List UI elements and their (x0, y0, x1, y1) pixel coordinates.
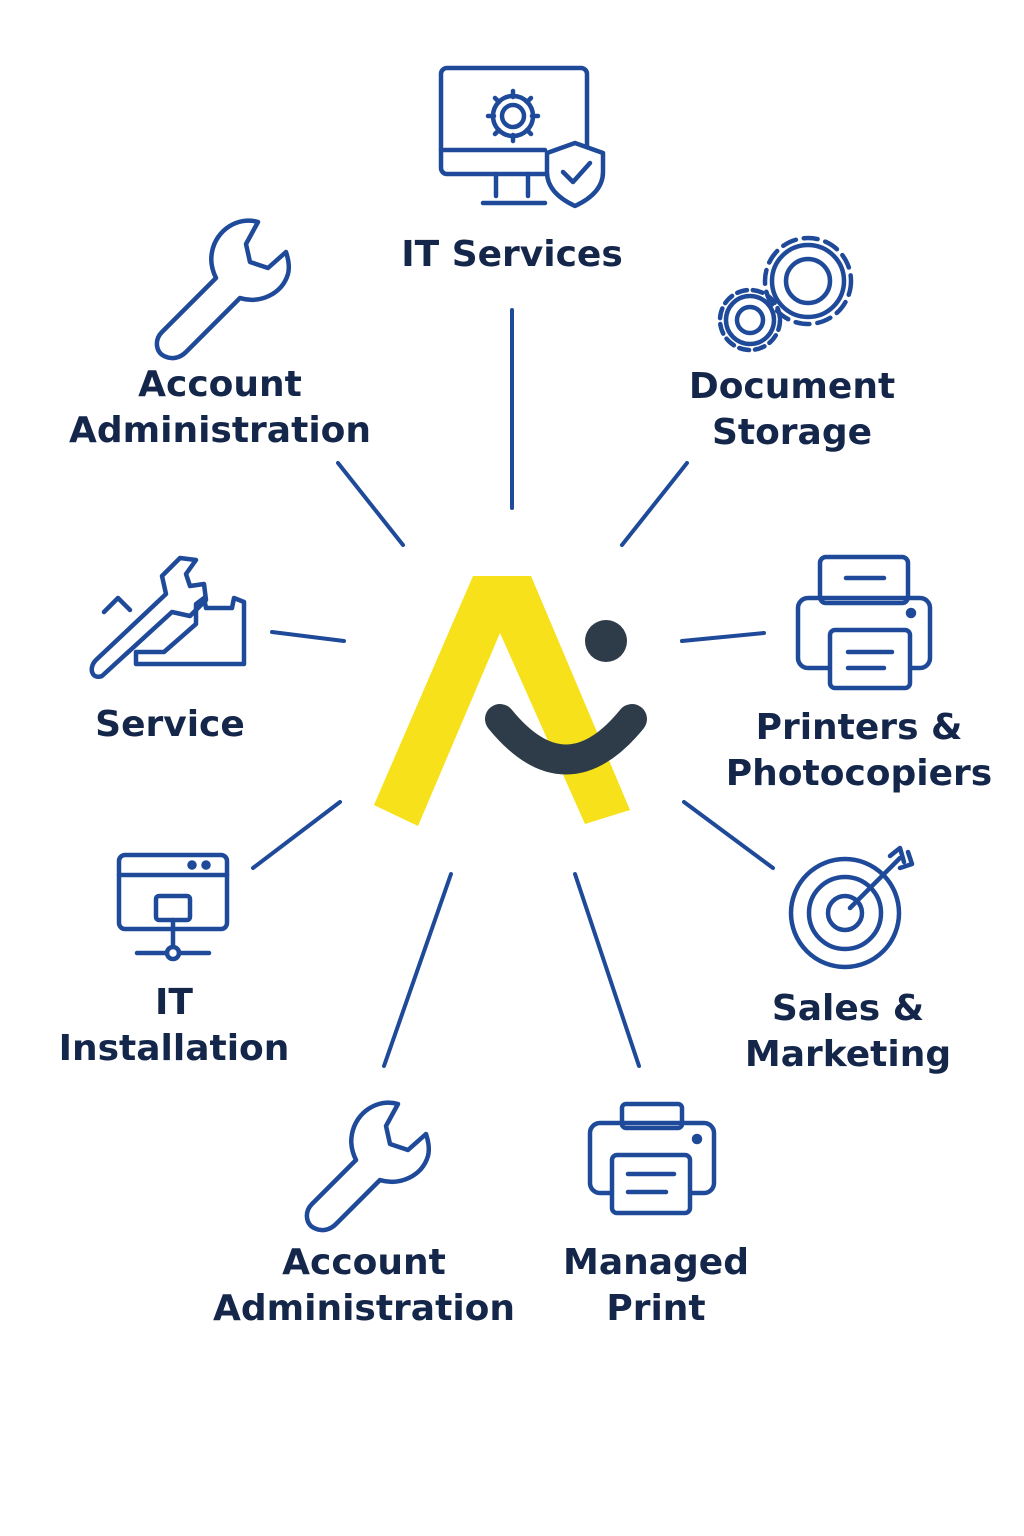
label-line: Service (95, 704, 245, 745)
label-service: Service (20, 702, 320, 748)
label-line: Account (138, 364, 302, 405)
printer-small-icon (587, 1101, 717, 1216)
label-sales-marketing: Sales & Marketing (698, 986, 998, 1078)
label-line: Administration (212, 1288, 516, 1329)
connector-account-admin-top (336, 461, 405, 547)
label-line: Administration (68, 410, 372, 451)
brand-logo (374, 576, 647, 826)
target-arrow-icon (788, 845, 915, 970)
label-line: Managed (563, 1242, 749, 1283)
monitor-gear-shield-icon (438, 65, 606, 209)
wrench-icon (304, 1100, 432, 1233)
label-account-administration-bottom: Account Administration (204, 1240, 524, 1332)
label-it-installation: IT Installation (24, 980, 324, 1072)
browser-network-icon (116, 852, 230, 962)
connector-lines (251, 308, 775, 1068)
label-line: Storage (711, 412, 873, 453)
label-line: Account (282, 1242, 446, 1283)
connector-service (270, 630, 346, 643)
printer-icon (795, 554, 933, 691)
connector-document-storage (620, 461, 689, 547)
connector-sales-marketing (682, 800, 775, 870)
label-line: IT Services (401, 234, 623, 275)
connector-printers (680, 631, 766, 643)
connector-account-admin-bottom (382, 872, 453, 1068)
label-line: Photocopiers (725, 753, 993, 794)
label-it-services: IT Services (362, 232, 662, 278)
logo-a-shape (374, 576, 630, 826)
label-document-storage: Document Storage (642, 364, 942, 456)
label-printers-photocopiers: Printers & Photocopiers (714, 705, 1004, 797)
connector-it-installation (251, 800, 342, 870)
connector-managed-print (573, 872, 641, 1068)
label-line: Installation (58, 1028, 290, 1069)
label-line: Sales & (771, 988, 925, 1029)
wrench-icon (154, 218, 292, 361)
label-line: Printers & (755, 707, 963, 748)
gears-icon (717, 235, 854, 353)
wrench-tools-icon (89, 555, 247, 680)
label-managed-print: Managed Print (506, 1240, 806, 1332)
logo-smile (485, 704, 647, 775)
label-line: Document (688, 366, 896, 407)
label-line: IT (155, 982, 193, 1023)
label-line: Marketing (744, 1034, 952, 1075)
logo-dot (585, 620, 627, 662)
label-line: Print (606, 1288, 706, 1329)
label-account-administration-top: Account Administration (60, 362, 380, 454)
